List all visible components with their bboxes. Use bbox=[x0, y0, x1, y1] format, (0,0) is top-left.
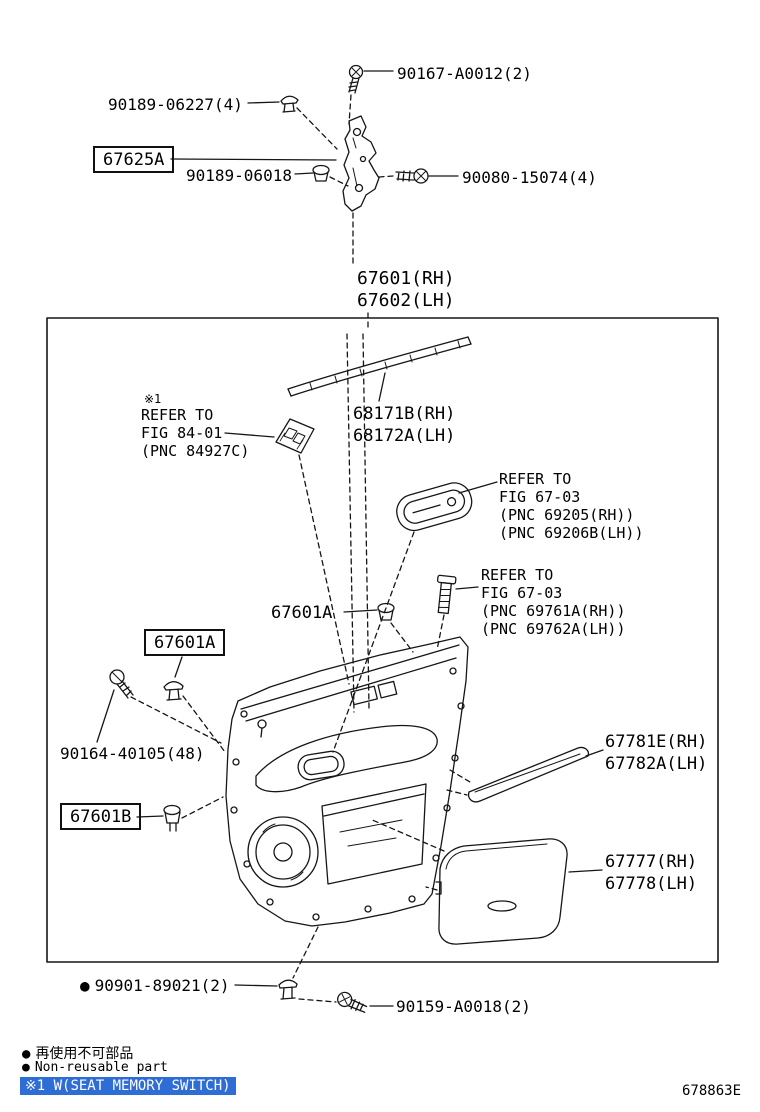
leader-lines-clip-06018 bbox=[294, 172, 349, 187]
part-label-bracket-67625a: 67625A bbox=[93, 146, 175, 173]
memory-switch-drawing bbox=[275, 418, 315, 454]
ref-fig-67-03-bezel: REFER TO FIG 67-03 (PNC 69761A(RH)) (PNC… bbox=[481, 566, 626, 638]
part-label-trim-board-rh: 67601(RH) bbox=[357, 268, 455, 289]
part-label-clip-67601a-mid: 67601A bbox=[271, 603, 333, 623]
ref-line: REFER TO bbox=[499, 470, 572, 488]
part-label-pocket-rh: 67777(RH) bbox=[605, 852, 698, 872]
door-trim-panel-drawing bbox=[225, 636, 469, 927]
leader-lines-clip-top bbox=[247, 101, 338, 150]
part-label-screw-40105: 90164-40105(48) bbox=[60, 744, 205, 763]
part-label-clip-06018: 90189-06018 bbox=[186, 166, 292, 185]
leader-weatherstrip bbox=[378, 372, 386, 402]
leader-lines-garnish bbox=[446, 749, 604, 796]
ref-line: REFER TO bbox=[141, 406, 214, 424]
ref-line: FIG 84-01 bbox=[141, 424, 223, 442]
clip-06018-icon bbox=[312, 164, 330, 182]
screw-90167-icon bbox=[348, 64, 364, 94]
part-number: 90901-89021(2) bbox=[94, 976, 230, 995]
nonreusable-bullet: ● bbox=[80, 976, 90, 995]
part-label-garnish-lh: 67782A(LH) bbox=[605, 754, 708, 774]
ref-fig-67-03-handle: REFER TO FIG 67-03 (PNC 69205(RH)) (PNC … bbox=[499, 470, 644, 542]
ref-note-mark: ※1 bbox=[144, 392, 162, 406]
screw-15074-icon bbox=[395, 168, 429, 184]
clip-67601a-icon bbox=[377, 602, 395, 621]
leader-lines-pocket bbox=[369, 818, 603, 891]
clip-67601b-icon bbox=[163, 804, 181, 832]
leader-lines-switch bbox=[224, 432, 350, 685]
screw-a0018-icon bbox=[337, 991, 368, 1013]
part-label-clip-06227: 90189-06227(4) bbox=[108, 95, 243, 114]
screw-40105-icon bbox=[109, 669, 134, 699]
seat-memory-note: ※1 W(SEAT MEMORY SWITCH) bbox=[20, 1077, 236, 1095]
bezel-pin-drawing bbox=[436, 574, 457, 615]
leader-lines-pin bbox=[436, 586, 479, 651]
ref-line: (PNC 84927C) bbox=[141, 442, 250, 460]
part-label-screw-a0018: 90159-A0018(2) bbox=[396, 997, 531, 1016]
legend-text: 再使用不可部品 bbox=[35, 1046, 134, 1062]
weatherstrip-drawing bbox=[287, 336, 472, 397]
ref-fig-84-01: REFER TO FIG 84-01 (PNC 84927C) bbox=[141, 406, 249, 460]
part-label-pocket-lh: 67778(LH) bbox=[605, 874, 698, 894]
clip-06227-icon bbox=[280, 95, 299, 113]
legend-nonreusable-jp: ●再使用不可部品 bbox=[22, 1043, 133, 1063]
part-label-screw-90167: 90167-A0012(2) bbox=[397, 64, 532, 83]
leader-lines-clip-mid bbox=[343, 609, 414, 653]
leader-67625a bbox=[170, 158, 337, 161]
ref-line: (PNC 69206B(LH)) bbox=[499, 524, 644, 542]
leader-lines-left-cluster bbox=[96, 656, 226, 753]
part-label-garnish-rh: 67781E(RH) bbox=[605, 732, 708, 752]
dashed-panel-to-clip bbox=[292, 926, 319, 979]
part-label-clip-67601a-left: 67601A bbox=[144, 629, 226, 656]
diagram-code: 678863E bbox=[682, 1083, 742, 1099]
part-label-trim-board-lh: 67602(LH) bbox=[357, 290, 455, 311]
diagram-frame bbox=[46, 317, 719, 963]
ref-line: FIG 67-03 bbox=[481, 584, 563, 602]
garnish-strip-drawing bbox=[467, 746, 590, 803]
clip-89021-icon bbox=[278, 979, 298, 1000]
part-label-weatherstrip-lh: 68172A(LH) bbox=[353, 426, 456, 446]
pocket-lid-drawing bbox=[435, 838, 568, 945]
ref-line: FIG 67-03 bbox=[499, 488, 581, 506]
ref-line: (PNC 69761A(RH)) bbox=[481, 602, 626, 620]
nonreusable-bullet: ● bbox=[22, 1046, 31, 1062]
assembly-dashed-lines bbox=[346, 212, 370, 713]
part-label-screw-15074: 90080-15074(4) bbox=[462, 168, 597, 187]
ref-line: REFER TO bbox=[481, 566, 554, 584]
leader-lines-top bbox=[348, 70, 394, 125]
clip-67601a-left-icon bbox=[163, 681, 184, 701]
leader-lines-screw-15074 bbox=[378, 175, 459, 178]
leader-lines-bottom bbox=[234, 984, 394, 1007]
bracket-drawing bbox=[342, 115, 380, 212]
part-label-weatherstrip-rh: 68171B(RH) bbox=[353, 404, 456, 424]
leader-lines-handle bbox=[332, 481, 498, 753]
part-label-clip-67601b: 67601B bbox=[60, 803, 142, 830]
nonreusable-bullet: ● bbox=[22, 1060, 30, 1075]
legend-nonreusable-en: ● Non-reusable part bbox=[22, 1060, 168, 1075]
ref-line: (PNC 69762A(LH)) bbox=[481, 620, 626, 638]
legend-text: Non-reusable part bbox=[34, 1060, 168, 1075]
door-handle-bezel-drawing bbox=[396, 482, 473, 532]
part-label-clip-90901: ●90901-89021(2) bbox=[80, 976, 230, 995]
ref-line: (PNC 69205(RH)) bbox=[499, 506, 635, 524]
